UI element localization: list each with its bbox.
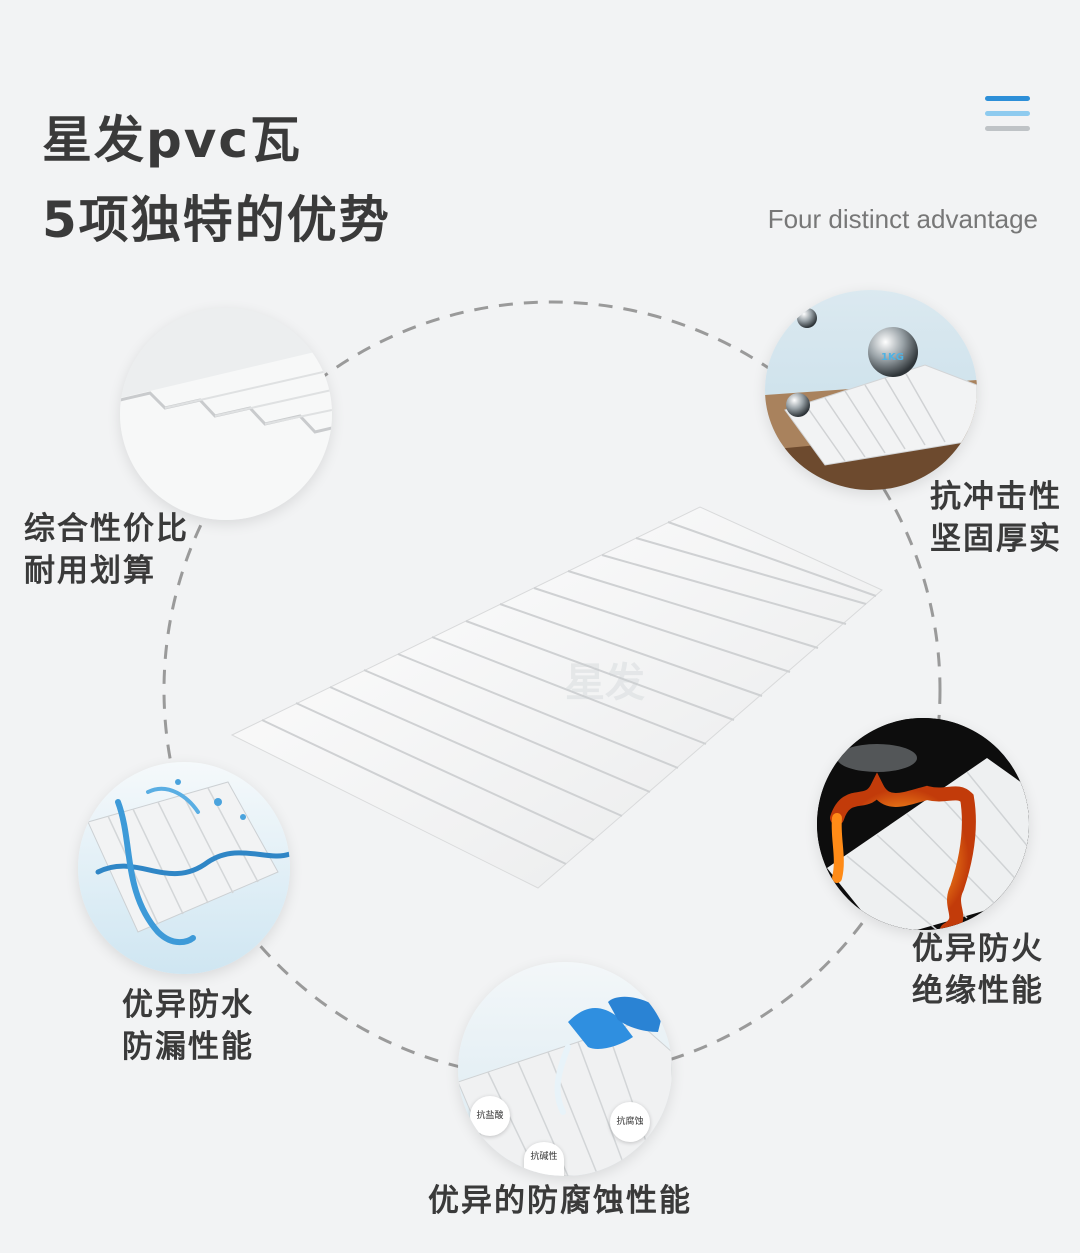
corrosion-tag-acid: 抗盐酸 xyxy=(470,1096,510,1136)
cost-feature-line2: 耐用划算 xyxy=(24,553,156,589)
fire-feature-label: 优异防火 绝缘性能 xyxy=(912,928,1044,1012)
corrosion-tag-corrosion: 抗腐蚀 xyxy=(610,1102,650,1142)
page-subtitle-en: Four distinct advantage xyxy=(767,204,1038,234)
corrosion-feature-line1: 优异的防腐蚀性能 xyxy=(428,1183,692,1219)
watermark-text: 星发 xyxy=(565,660,645,706)
fire-feature-line1: 优异防火 xyxy=(912,931,1044,967)
menu-icon[interactable] xyxy=(985,96,1030,132)
impact-feature-label: 抗冲击性 坚固厚实 xyxy=(930,476,1062,560)
water-feature-line2: 防漏性能 xyxy=(122,1029,254,1065)
menu-bar-middle xyxy=(985,111,1030,116)
corrugated-sheet-image xyxy=(230,506,883,889)
water-feature-line1: 优异防水 xyxy=(122,987,254,1023)
fire-feature-line2: 绝缘性能 xyxy=(912,973,1044,1009)
impact-ball-weight: 1KG xyxy=(881,352,904,363)
page-title: 星发pvc瓦 xyxy=(42,111,303,169)
impact-feature-image: 1KG xyxy=(765,290,977,490)
cost-feature-label: 综合性价比 耐用划算 xyxy=(24,508,189,592)
impact-feature-line1: 抗冲击性 xyxy=(930,479,1062,515)
water-feature-label: 优异防水 防漏性能 xyxy=(122,984,254,1068)
fire-feature-image xyxy=(817,718,1029,930)
cost-feature-line1: 综合性价比 xyxy=(24,511,189,547)
corrosion-feature-label: 优异的防腐蚀性能 xyxy=(428,1180,692,1222)
impact-feature-line2: 坚固厚实 xyxy=(930,521,1062,557)
corrosion-feature-image: 抗盐酸 抗腐蚀 抗碱性 xyxy=(458,962,672,1176)
corrosion-tag-alkali: 抗碱性 xyxy=(524,1142,564,1176)
menu-bar-top xyxy=(985,96,1030,101)
page-subtitle-cn: 5项独特的优势 xyxy=(42,191,391,249)
menu-bar-bottom xyxy=(985,126,1030,131)
water-feature-image xyxy=(78,762,290,974)
cost-feature-image xyxy=(120,308,332,520)
